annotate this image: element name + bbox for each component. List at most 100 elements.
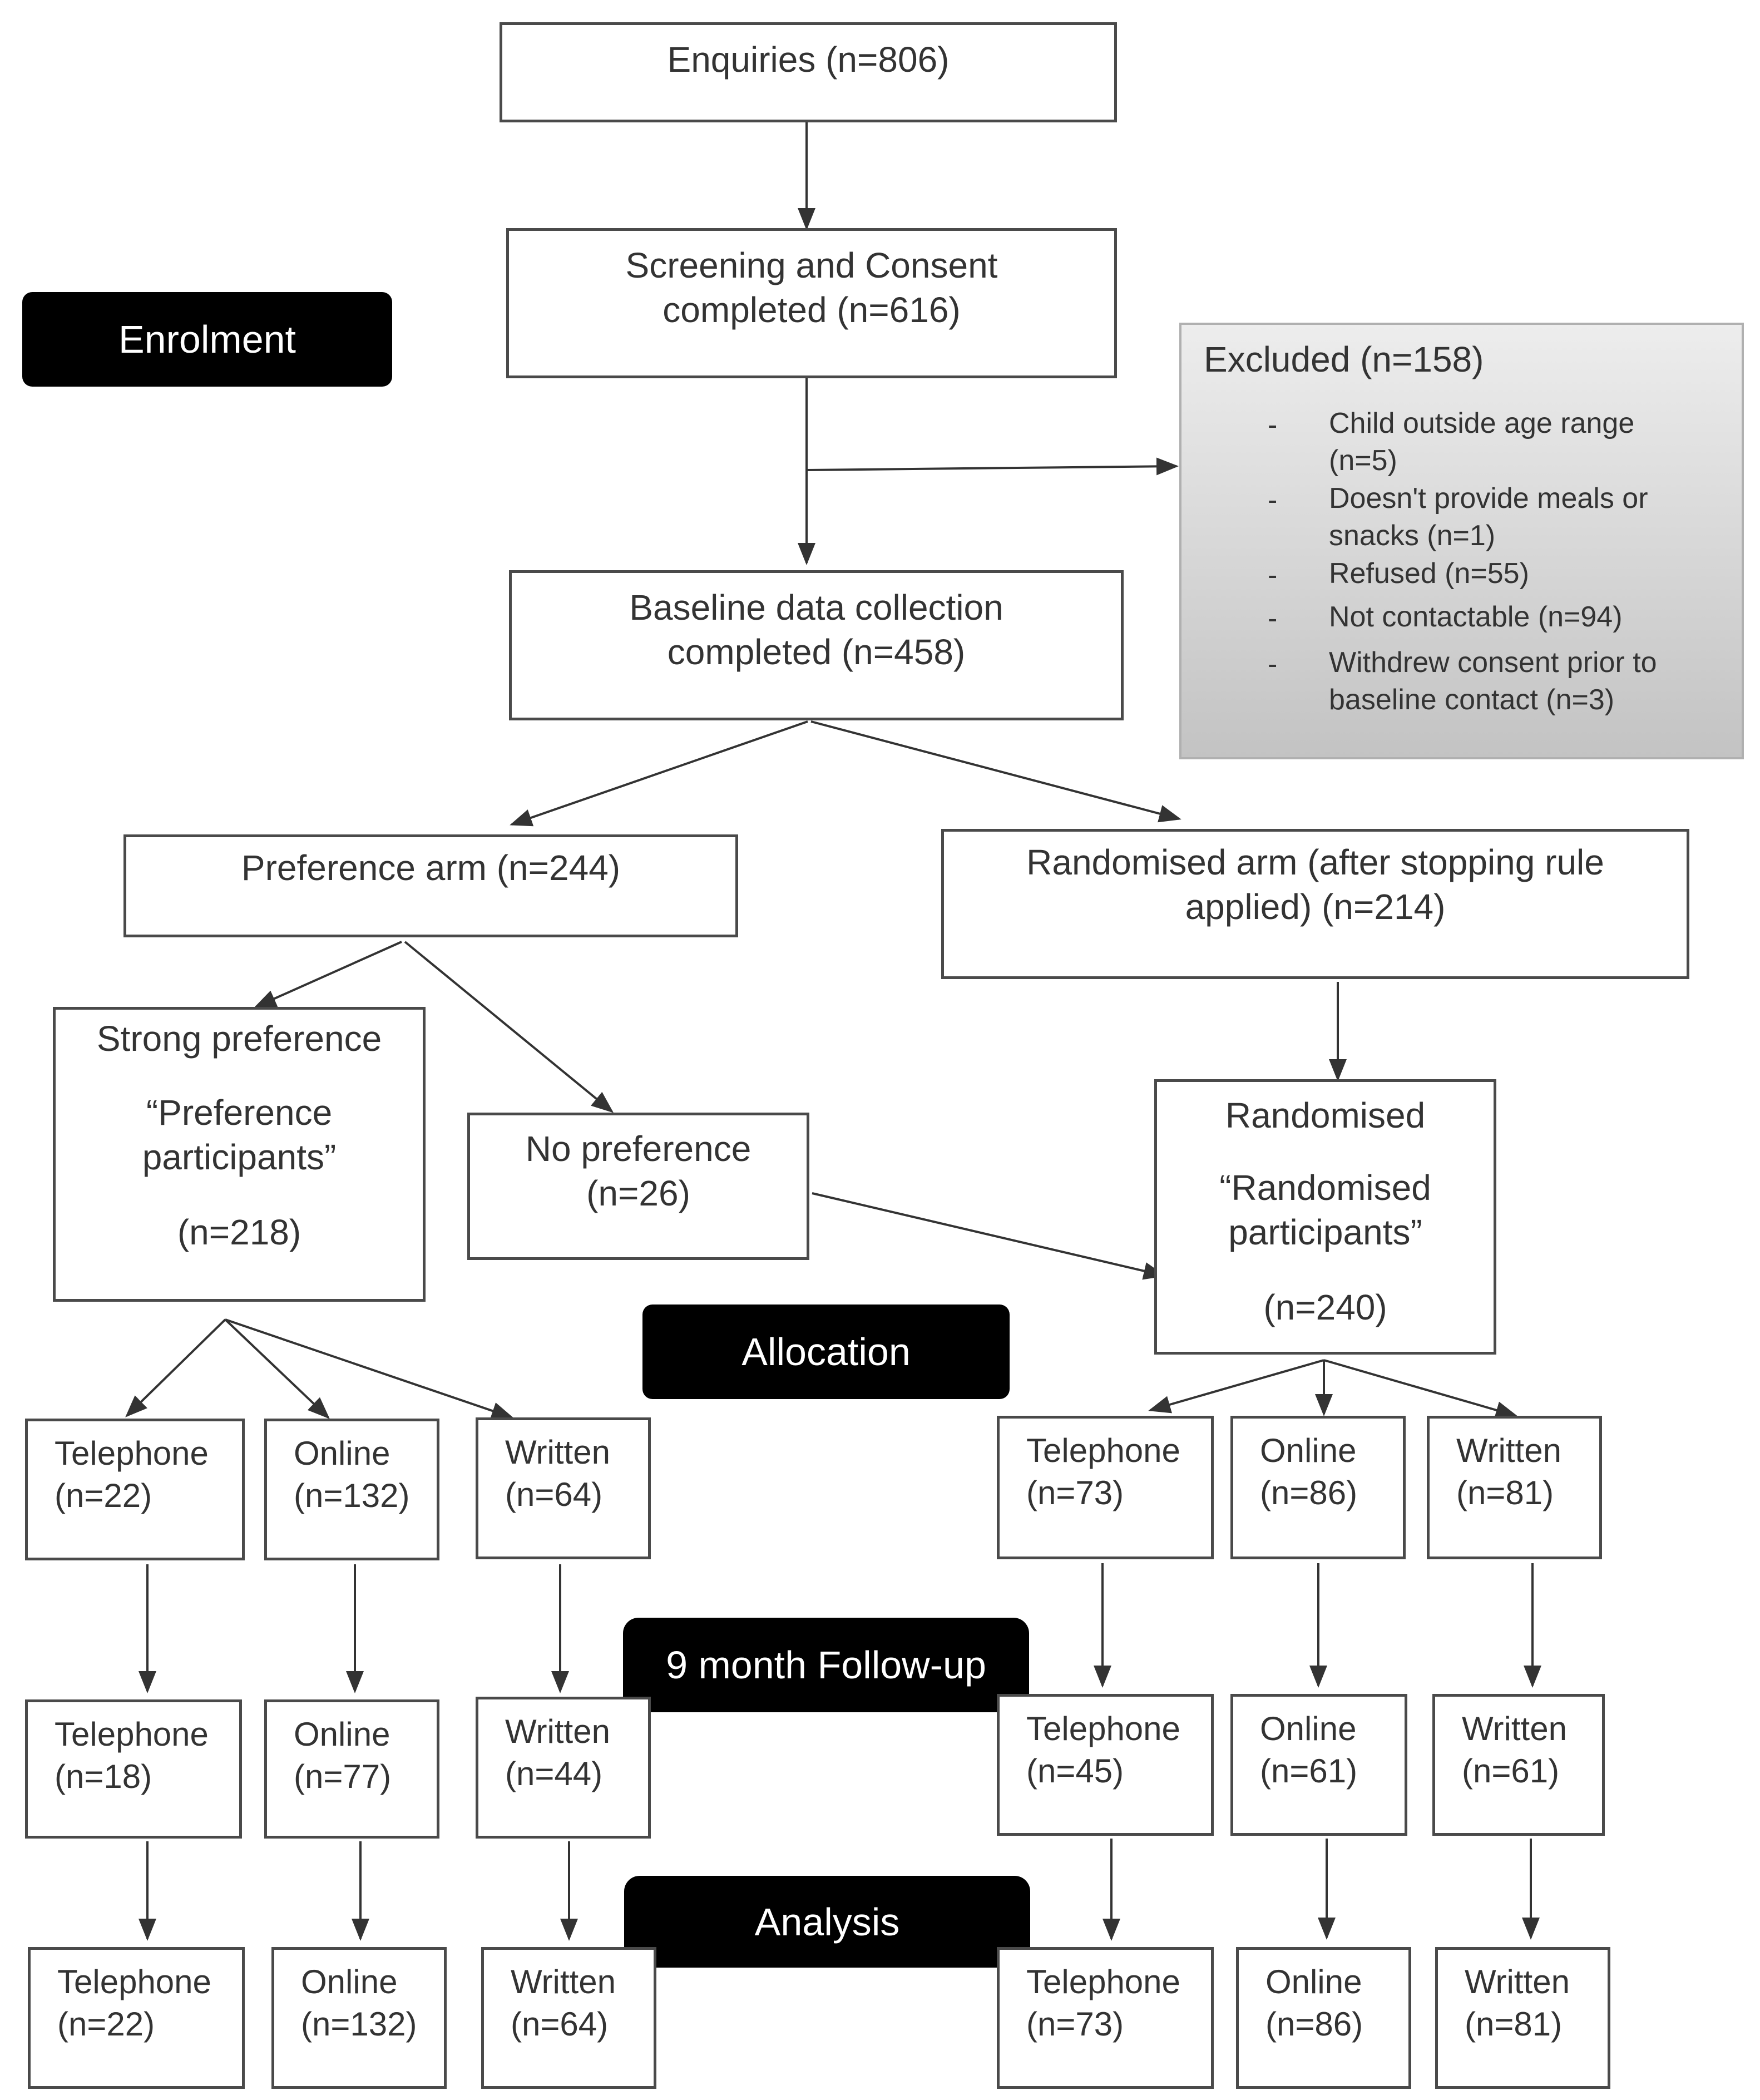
group-count: (n=64) [505, 1476, 603, 1513]
group-label: Telephone [1026, 1963, 1180, 2000]
arrow-randomised-to-telephone [1148, 1359, 1324, 1414]
arrow-baseline-to-randomised-arm [810, 720, 1181, 823]
pref-analysis-telephone: Telephone (n=22) [28, 1947, 245, 2089]
pref-followup-telephone: Telephone (n=18) [25, 1699, 242, 1839]
no-preference-line-1: No preference [525, 1129, 752, 1169]
excluded-box: Excluded (n=158) - Child outside age ran… [1179, 323, 1744, 759]
arrow-strong-to-telephone [125, 1318, 226, 1417]
rand-allocation-online: Online (n=86) [1230, 1416, 1406, 1559]
rand-analysis-written: Written (n=81) [1435, 1947, 1610, 2089]
group-label: Written [505, 1713, 610, 1750]
group-label: Online [301, 1963, 398, 2000]
group-count: (n=44) [505, 1755, 603, 1792]
excluded-reason-line: baseline contact (n=3) [1329, 684, 1615, 716]
pref-allocation-telephone: Telephone (n=22) [25, 1419, 245, 1560]
group-label: Telephone [1026, 1710, 1180, 1747]
group-label: Written [511, 1963, 616, 2000]
group-count: (n=86) [1265, 2005, 1363, 2043]
pref-followup-online: Online (n=77) [264, 1699, 439, 1839]
excluded-reason-line: Child outside age range [1329, 407, 1635, 439]
baseline-line-2: completed (n=458) [667, 632, 966, 672]
baseline-box: Baseline data collection completed (n=45… [509, 570, 1124, 720]
randomised-arm-line-1: Randomised arm (after stopping rule [1026, 842, 1604, 882]
excluded-reason-line: (n=5) [1329, 444, 1397, 477]
pref-analysis-written: Written (n=64) [481, 1947, 656, 2089]
group-count: (n=45) [1026, 1752, 1124, 1790]
arrow-strong-to-written [225, 1318, 514, 1420]
randomised-line-3: participants” [1228, 1212, 1422, 1252]
group-count: (n=77) [294, 1758, 392, 1795]
group-count: (n=81) [1456, 1474, 1554, 1511]
bullet-dash: - [1268, 484, 1278, 516]
group-label: Online [1265, 1963, 1362, 2000]
arrow-preference-to-no-preference [404, 941, 614, 1113]
screening-line-2: completed (n=616) [663, 290, 961, 330]
arrow-baseline-to-preference [510, 720, 808, 827]
group-label: Online [294, 1716, 390, 1753]
group-count: (n=61) [1462, 1752, 1560, 1790]
group-label: Written [1462, 1710, 1567, 1747]
pref-allocation-online: Online (n=132) [264, 1419, 439, 1560]
screening-line-1: Screening and Consent [625, 245, 998, 285]
stage-label-follow-up: 9 month Follow-up [623, 1618, 1029, 1712]
stage-label-enrolment: Enrolment [22, 292, 392, 387]
enquiries-box: Enquiries (n=806) [500, 22, 1117, 122]
stage-label-follow-up-text: 9 month Follow-up [666, 1643, 986, 1687]
rand-followup-online: Online (n=61) [1230, 1694, 1407, 1836]
group-count: (n=18) [55, 1758, 152, 1795]
stage-label-analysis: Analysis [624, 1876, 1030, 1968]
stage-label-allocation: Allocation [642, 1305, 1010, 1399]
group-label: Telephone [55, 1435, 209, 1472]
preference-arm-text: Preference arm (n=244) [241, 848, 621, 888]
group-label: Written [505, 1434, 610, 1471]
arrow-preference-to-strong [254, 941, 402, 1008]
bullet-dash: - [1268, 409, 1278, 441]
enquiries-text: Enquiries (n=806) [667, 39, 950, 80]
rand-followup-telephone: Telephone (n=45) [997, 1694, 1214, 1836]
group-label: Online [294, 1435, 390, 1472]
group-label: Online [1260, 1432, 1357, 1469]
randomised-line-1: Randomised [1225, 1095, 1426, 1135]
pref-allocation-written: Written (n=64) [476, 1417, 651, 1559]
group-count: (n=22) [55, 1477, 152, 1514]
group-count: (n=132) [301, 2005, 417, 2043]
bullet-dash: - [1268, 559, 1278, 591]
stage-label-allocation-text: Allocation [741, 1330, 911, 1373]
randomised-line-2: “Randomised [1219, 1168, 1431, 1208]
no-preference-box: No preference (n=26) [467, 1113, 809, 1260]
bullet-dash: - [1268, 648, 1278, 680]
rand-followup-written: Written (n=61) [1432, 1694, 1605, 1836]
strong-preference-line-3: participants” [142, 1137, 337, 1177]
randomised-arm-line-2: applied) (n=214) [1185, 887, 1446, 927]
arrow-to-excluded [806, 457, 1179, 476]
pref-analysis-online: Online (n=132) [271, 1947, 447, 2089]
excluded-title: Excluded (n=158) [1204, 339, 1484, 379]
group-count: (n=86) [1260, 1474, 1358, 1511]
excluded-reason-line: Doesn't provide meals or [1329, 482, 1648, 515]
excluded-reason-line: Refused (n=55) [1329, 557, 1529, 590]
group-label: Written [1465, 1963, 1570, 2000]
rand-allocation-telephone: Telephone (n=73) [997, 1416, 1214, 1559]
rand-allocation-written: Written (n=81) [1427, 1416, 1602, 1559]
randomised-line-4: (n=240) [1263, 1287, 1387, 1327]
preference-arm-box: Preference arm (n=244) [123, 834, 738, 937]
group-label: Online [1260, 1710, 1357, 1747]
randomised-arm-box: Randomised arm (after stopping rule appl… [941, 829, 1689, 979]
group-count: (n=73) [1026, 1474, 1124, 1511]
stage-label-analysis-text: Analysis [754, 1900, 900, 1944]
rand-analysis-online: Online (n=86) [1236, 1947, 1411, 2089]
strong-preference-box: Strong preference “Preference participan… [53, 1007, 426, 1302]
pref-followup-written: Written (n=44) [476, 1697, 651, 1839]
excluded-reason-line: Not contactable (n=94) [1329, 601, 1623, 633]
excluded-reason-line: snacks (n=1) [1329, 520, 1496, 552]
screening-box: Screening and Consent completed (n=616) [506, 228, 1117, 378]
group-label: Telephone [55, 1716, 209, 1753]
arrow-strong-to-online [224, 1318, 330, 1419]
baseline-line-1: Baseline data collection [629, 587, 1003, 627]
arrow-randomised-to-written [1323, 1359, 1518, 1419]
group-count: (n=73) [1026, 2005, 1124, 2043]
group-count: (n=132) [294, 1477, 410, 1514]
no-preference-line-2: (n=26) [586, 1173, 690, 1213]
group-count: (n=61) [1260, 1752, 1358, 1790]
